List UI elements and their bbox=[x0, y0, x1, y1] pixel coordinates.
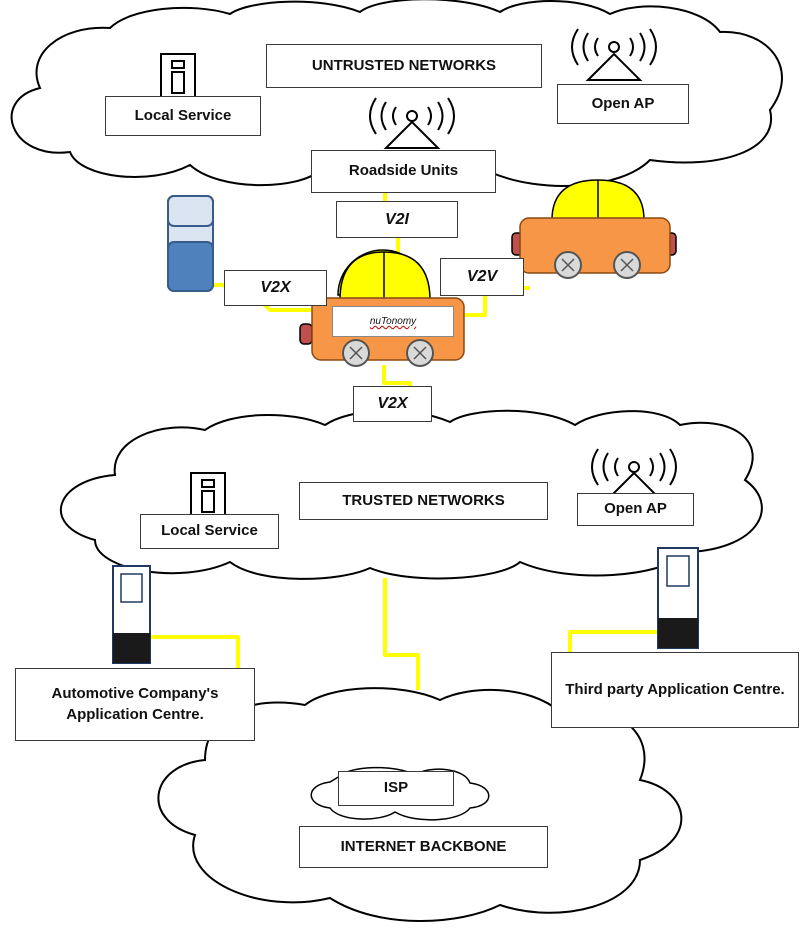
v2x-device-label: V2X bbox=[224, 270, 327, 306]
v2x-trusted-label: V2X bbox=[353, 386, 432, 422]
untrusted-open-ap-label: Open AP bbox=[557, 84, 689, 124]
building-icon bbox=[160, 53, 196, 101]
building-icon bbox=[190, 472, 226, 519]
roadside-units-label: Roadside Units bbox=[311, 150, 496, 193]
vehicle-brand-label: nuTonomy bbox=[332, 306, 454, 337]
untrusted-networks-title: UNTRUSTED NETWORKS bbox=[266, 44, 542, 88]
link-third-party bbox=[568, 630, 658, 652]
v2v-label: V2V bbox=[440, 258, 524, 296]
v2i-label: V2I bbox=[336, 201, 458, 238]
antenna-icon bbox=[369, 97, 455, 149]
automotive-centre-label: Automotive Company's Application Centre. bbox=[15, 668, 255, 741]
server-icon bbox=[112, 565, 151, 664]
trusted-networks-title: TRUSTED NETWORKS bbox=[299, 482, 548, 520]
car-icon bbox=[511, 179, 677, 279]
link-auto-centre bbox=[150, 635, 240, 668]
antenna-icon bbox=[571, 28, 657, 81]
third-party-centre-label: Third party Application Centre. bbox=[551, 652, 799, 728]
trusted-open-ap-label: Open AP bbox=[577, 493, 694, 526]
server-icon bbox=[657, 547, 699, 649]
untrusted-cloud bbox=[10, 0, 783, 192]
internet-backbone-title: INTERNET BACKBONE bbox=[299, 826, 548, 868]
untrusted-local-service-label: Local Service bbox=[105, 96, 261, 136]
link-trusted-backbone bbox=[383, 578, 420, 690]
isp-label: ISP bbox=[338, 771, 454, 806]
antenna-icon bbox=[591, 448, 677, 500]
device-icon bbox=[167, 195, 214, 292]
trusted-local-service-label: Local Service bbox=[140, 514, 279, 549]
